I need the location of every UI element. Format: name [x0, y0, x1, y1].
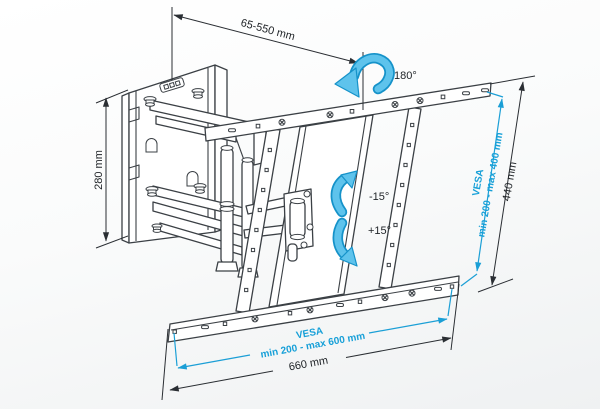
keyhole-slot	[186, 171, 199, 187]
tilt-down-arrow-icon	[332, 217, 358, 267]
dim-plate-height: 280 mm	[93, 89, 129, 249]
rail-bolt	[251, 289, 416, 323]
keyhole-slot	[145, 138, 158, 153]
tilt-up-arrow-icon	[330, 170, 358, 218]
vesa-vertical-title: VESA	[471, 168, 487, 197]
rotation-180-arrow-icon	[334, 53, 395, 98]
rail-bolt	[278, 97, 424, 126]
pivot-columns	[215, 145, 259, 278]
mount-drawing	[121, 64, 492, 343]
tilt-hinge	[283, 188, 314, 262]
plate-height-label: 280 mm	[93, 150, 105, 190]
bracket-width-label: 660 mm	[288, 355, 329, 374]
tilt-up-label: -15°	[369, 191, 389, 203]
vesa-horizontal-title: VESA	[295, 326, 324, 342]
dim-vesa-vertical: VESA min 200 - max 400 mm	[460, 91, 506, 287]
plate-top-slot	[159, 77, 185, 93]
dimension-annotations: 65-550 mm 180° 280 mm -15° +15°	[93, 7, 536, 401]
tilt-down-label: +15°	[368, 225, 391, 237]
top-rail	[204, 82, 492, 142]
bracket-height-label: 440 mm	[501, 161, 520, 202]
swivel-angle-label: 180°	[394, 70, 417, 82]
plate-bolts	[143, 88, 207, 233]
